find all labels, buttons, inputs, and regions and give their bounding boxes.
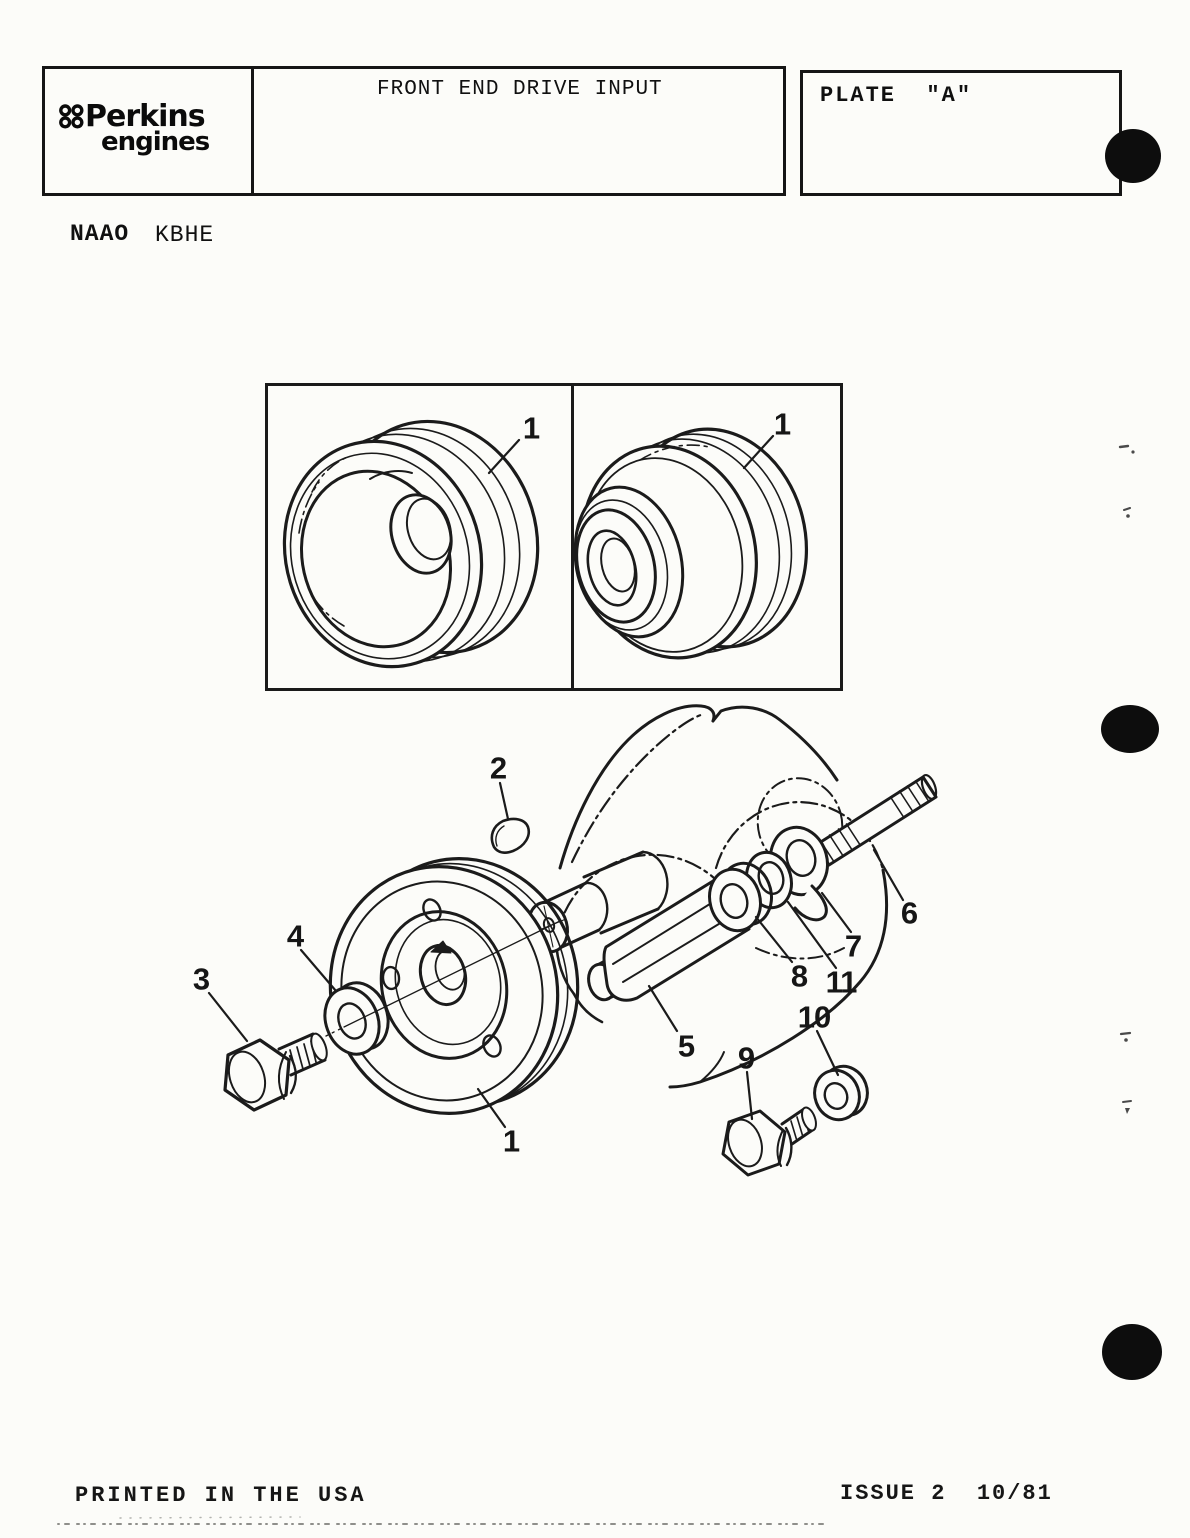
- brand-line2: engines: [101, 127, 210, 157]
- header-box: [42, 66, 786, 196]
- plate-label: PLATE "A": [820, 83, 973, 108]
- inset-callout-1-left: 1: [522, 410, 540, 446]
- callout-6: 6: [900, 895, 918, 931]
- callout-10: 10: [797, 999, 831, 1035]
- figure-inset-box: [265, 383, 843, 691]
- model-code-secondary: KBHE: [155, 222, 215, 248]
- perkins-rings-icon: [59, 104, 84, 129]
- header-box-divider: [251, 69, 254, 193]
- inset-callout-1-right: 1: [773, 406, 791, 442]
- callout-7: 7: [844, 928, 862, 964]
- footer-issue: ISSUE 2 10/81: [840, 1481, 1053, 1506]
- model-code-primary: NAAO: [70, 221, 130, 247]
- callout-5: 5: [677, 1028, 695, 1064]
- footer-printed-in: PRINTED IN THE USA: [75, 1483, 367, 1508]
- callout-8: 8: [790, 958, 808, 994]
- callout-9: 9: [737, 1040, 755, 1076]
- callout-11: 11: [825, 964, 858, 1000]
- callout-3: 3: [192, 961, 210, 997]
- callout-2: 2: [489, 750, 507, 786]
- figure-inset-divider: [571, 386, 574, 688]
- callout-4: 4: [286, 918, 304, 954]
- page-title: FRONT END DRIVE INPUT: [377, 78, 663, 101]
- callout-1: 1: [502, 1123, 520, 1159]
- brand-line1: Perkins: [85, 99, 206, 134]
